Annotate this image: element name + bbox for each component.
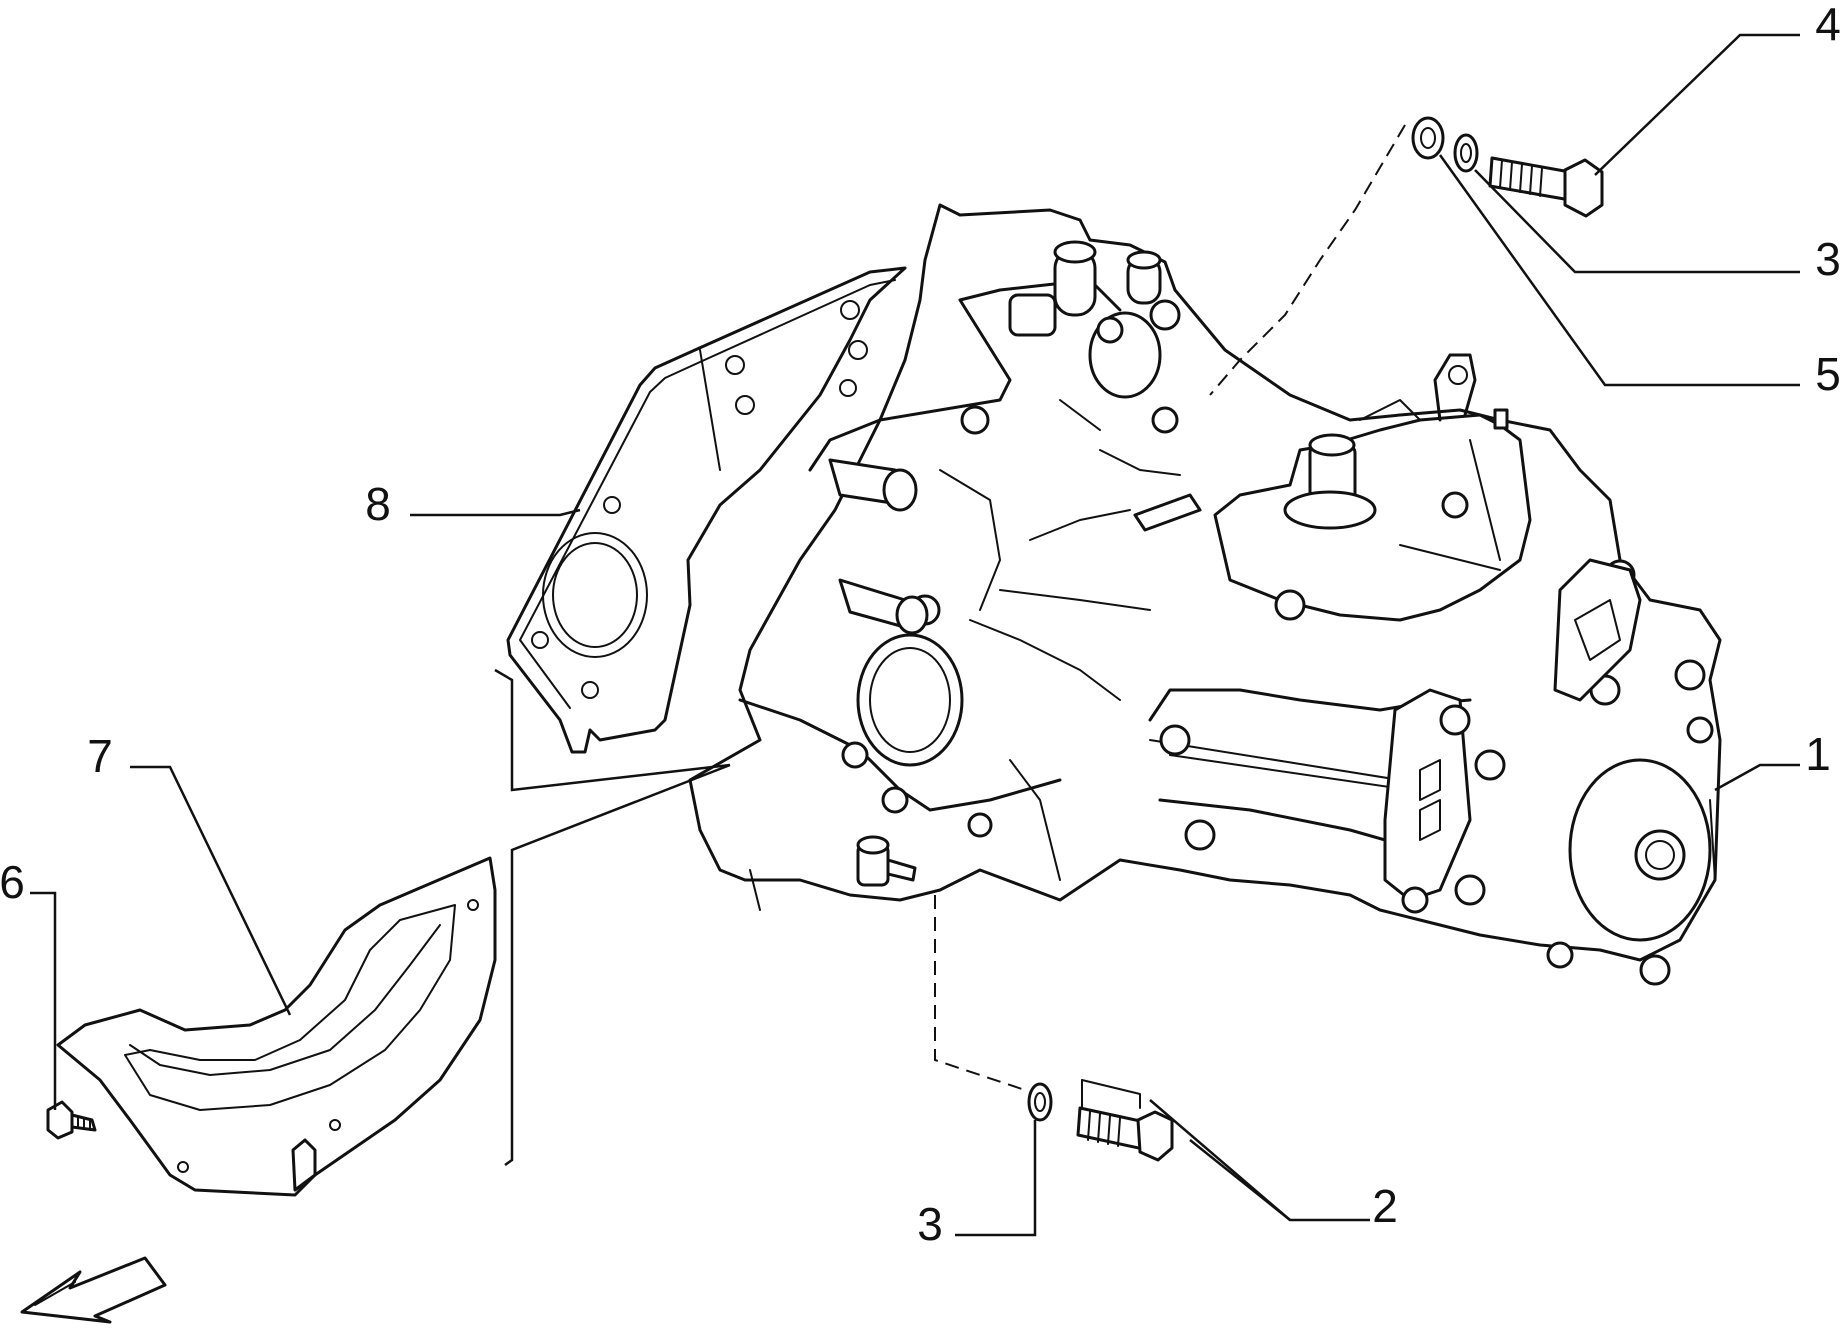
callout-labels: 1 2 3 3 4 5 6 7 8 xyxy=(0,0,1841,1250)
callout-7: 7 xyxy=(87,730,113,782)
assembly-lines xyxy=(934,124,1406,1091)
callout-1: 1 xyxy=(1805,728,1831,780)
part-7-heat-shield[interactable] xyxy=(56,856,497,1197)
callout-6: 6 xyxy=(0,856,25,908)
callout-4: 4 xyxy=(1815,0,1841,50)
direction-arrow-icon xyxy=(20,1256,167,1324)
part-1-gearbox-housing[interactable] xyxy=(688,203,1722,986)
callout-5: 5 xyxy=(1815,348,1841,400)
group-bracket xyxy=(494,668,731,1167)
callout-2: 2 xyxy=(1372,1180,1398,1232)
part-2-bolt[interactable] xyxy=(1076,1079,1174,1162)
callout-3-upper: 3 xyxy=(1815,233,1841,285)
part-5-upper-washer[interactable] xyxy=(1411,116,1445,160)
callout-8: 8 xyxy=(365,478,391,530)
leader-lines xyxy=(30,33,1800,1237)
part-6-screw[interactable] xyxy=(46,1100,97,1140)
part-3-lower-washer[interactable] xyxy=(1027,1082,1053,1122)
part-3-upper-washer[interactable] xyxy=(1453,133,1479,173)
callout-3-lower: 3 xyxy=(917,1198,943,1250)
part-8-gasket-plate[interactable] xyxy=(506,266,907,754)
part-4-bolt[interactable] xyxy=(1488,156,1604,218)
